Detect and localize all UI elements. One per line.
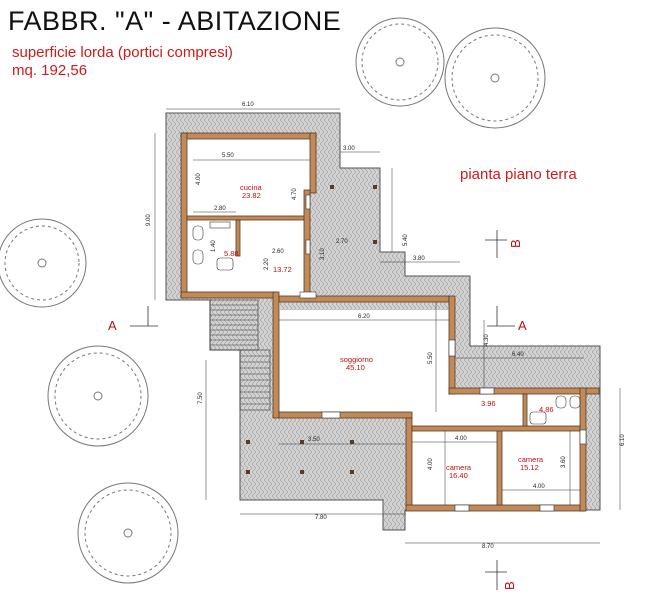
dim-entry-width: 2.60 bbox=[272, 249, 284, 255]
room-bath1-area: 5.88 bbox=[224, 249, 239, 258]
dim-left-height: 9.00 bbox=[146, 214, 152, 226]
dimension-lines bbox=[154, 108, 621, 544]
dim-right-side-height: 6.10 bbox=[620, 434, 626, 446]
dim-living-height: 5.50 bbox=[428, 352, 434, 364]
dim-right-width: 6.40 bbox=[512, 352, 524, 358]
room-bedroom2-area: 15.12 bbox=[520, 463, 539, 472]
section-mark-b-bottom: B bbox=[485, 560, 517, 590]
tree-icon bbox=[355, 17, 445, 107]
dim-porch-width: 2.70 bbox=[336, 239, 348, 245]
room-bedroom1-name: camera bbox=[446, 463, 472, 472]
dim-bed-height2: 3.60 bbox=[561, 456, 567, 468]
dim-kitchen-width: 5.50 bbox=[222, 153, 234, 159]
room-hall2-area: 3.96 bbox=[481, 399, 496, 408]
section-mark-b-top: B bbox=[485, 230, 523, 258]
tree-icon bbox=[77, 482, 179, 584]
dim-top-width: 6.10 bbox=[242, 102, 254, 108]
room-kitchen-area: 23.82 bbox=[242, 191, 261, 200]
surface-value: mq. 192,56 bbox=[12, 62, 88, 79]
portico-columns bbox=[246, 185, 377, 474]
dim-kitchen-depth: 4.00 bbox=[196, 173, 202, 185]
tree-icon bbox=[47, 345, 149, 447]
room-bedroom1-area: 16.40 bbox=[449, 471, 468, 480]
section-label-b-top: B bbox=[508, 239, 523, 248]
section-label-a-left: A bbox=[108, 318, 117, 333]
room-kitchen-name: cucina bbox=[240, 183, 263, 192]
plan-label: pianta piano terra bbox=[460, 166, 577, 183]
dim-bath-width: 2.80 bbox=[214, 206, 226, 212]
dim-right-height: 4.30 bbox=[484, 334, 490, 346]
dim-bottom-left: 7.80 bbox=[315, 515, 327, 521]
dim-bath-height: 1.40 bbox=[211, 240, 217, 252]
section-mark-a-right: A bbox=[487, 306, 527, 333]
dim-porch-top: 3.00 bbox=[343, 146, 355, 152]
tree-icon bbox=[0, 218, 87, 308]
dim-porch-width2: 3.80 bbox=[413, 256, 425, 262]
room-entry-area: 13.72 bbox=[273, 265, 292, 274]
drawing-title: FABBR. "A" - ABITAZIONE bbox=[8, 6, 342, 36]
section-label-a-right: A bbox=[518, 318, 527, 333]
surface-caption: superficie lorda (portici compresi) bbox=[12, 44, 233, 61]
dim-kitchen-right: 4.70 bbox=[292, 188, 298, 200]
section-mark-a-left: A bbox=[108, 306, 158, 333]
dim-entry-height: 2.20 bbox=[264, 258, 270, 270]
dim-bed-width2: 4.00 bbox=[533, 484, 545, 490]
section-label-b-bottom: B bbox=[502, 581, 517, 590]
dim-portico-width: 3.50 bbox=[308, 437, 320, 443]
dim-porch-height2: 5.40 bbox=[403, 234, 409, 246]
tree-icon bbox=[444, 27, 546, 129]
room-bath2-area: 4.86 bbox=[539, 405, 554, 414]
staircase bbox=[209, 299, 271, 411]
room-living-area: 45.10 bbox=[346, 363, 365, 372]
room-bedroom2-name: camera bbox=[518, 455, 544, 464]
sanitary-fixtures bbox=[192, 221, 581, 425]
dim-bed-width1: 4.00 bbox=[455, 436, 467, 442]
dim-porch-height1: 3.10 bbox=[320, 248, 326, 260]
room-living-name: soggiorno bbox=[340, 355, 373, 364]
dim-left-mid-height: 7.50 bbox=[198, 392, 204, 404]
dim-bottom-right: 8.70 bbox=[482, 544, 494, 550]
door-openings bbox=[299, 194, 587, 512]
dim-living-width: 6.20 bbox=[358, 314, 370, 320]
dim-bed-height1: 4.00 bbox=[428, 458, 434, 470]
